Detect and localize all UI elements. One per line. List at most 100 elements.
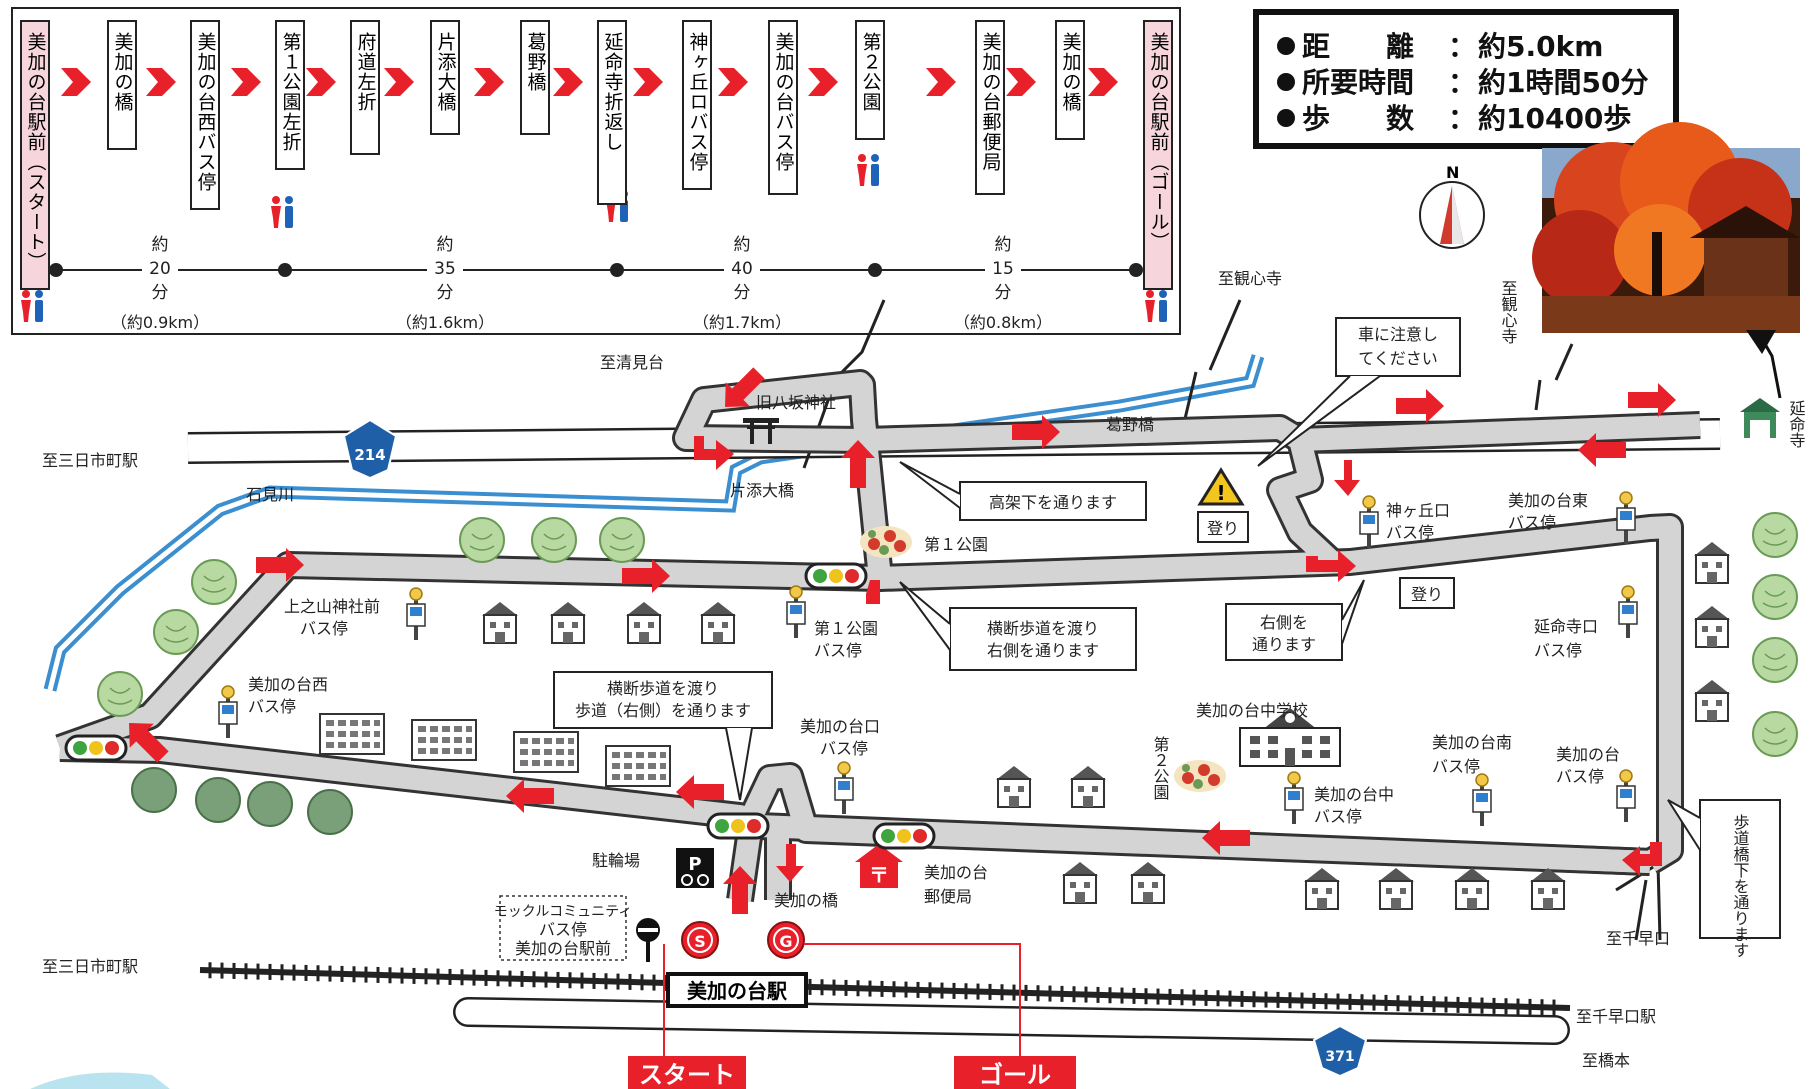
svg-text:延命寺口: 延命寺口 bbox=[1534, 617, 1598, 636]
svg-text:スタート: スタート bbox=[639, 1061, 735, 1089]
route-chevron bbox=[231, 68, 261, 96]
segment-time: 20 bbox=[149, 259, 171, 279]
distance-value: 約5.0km bbox=[1478, 30, 1603, 63]
svg-text:至清見台: 至清見台 bbox=[600, 353, 664, 372]
park2-flowers-icon bbox=[1174, 760, 1226, 792]
segment-time: 35 bbox=[434, 259, 456, 279]
route-chevron bbox=[553, 68, 583, 96]
svg-text:歩道（右側）を通ります: 歩道（右側）を通ります bbox=[575, 701, 751, 720]
segment-time: 約 bbox=[152, 235, 169, 255]
start-pin: S bbox=[681, 921, 719, 959]
route-chevron bbox=[633, 68, 663, 96]
station-box: 美加の台駅 bbox=[666, 972, 808, 1008]
temple-icon bbox=[1740, 398, 1780, 438]
svg-text:：: ： bbox=[1448, 66, 1476, 99]
svg-text:至橋本: 至橋本 bbox=[1582, 1051, 1630, 1070]
callout-crosswalk1: 横断歩道を渡り 右側を通ります bbox=[899, 581, 1137, 671]
route-chevron bbox=[1088, 68, 1118, 96]
route-chevron bbox=[474, 68, 504, 96]
svg-text:バス停: バス停 bbox=[300, 619, 348, 638]
svg-text:登り: 登り bbox=[1411, 585, 1443, 604]
route-step-label: 第２公園 bbox=[859, 32, 882, 112]
route-step-label: 美加の台駅前（スタート） bbox=[24, 32, 47, 272]
svg-text:〒: 〒 bbox=[869, 863, 889, 887]
bus-stop-labels: 上之山神社前 バス停 美加の台西 バス停 第１公園 バス停 美加の台口 バス停 … bbox=[248, 491, 1620, 826]
route-step: 神ヶ丘ロバス停 bbox=[682, 20, 712, 190]
svg-text:右側を: 右側を bbox=[1260, 613, 1308, 632]
svg-text:バス停: バス停 bbox=[1314, 807, 1362, 826]
route-step: 第２公園 bbox=[855, 20, 885, 140]
goal-pin: G bbox=[767, 921, 805, 959]
route-step: 葛野橋 bbox=[520, 20, 550, 135]
svg-text:バス停: バス停 bbox=[1534, 641, 1582, 660]
svg-text:美加の台: 美加の台 bbox=[924, 863, 988, 882]
route-step: 第１公園左折 bbox=[275, 20, 305, 170]
svg-text:美加の橋: 美加の橋 bbox=[774, 891, 838, 910]
route-step: 府道左折 bbox=[350, 20, 380, 155]
segment-time: 分 bbox=[437, 283, 454, 303]
callout-underpass: 歩道橋下を通ります bbox=[1667, 799, 1781, 958]
route-chevron bbox=[61, 68, 91, 96]
svg-text:：: ： bbox=[1448, 102, 1476, 135]
svg-text:美加の台西: 美加の台西 bbox=[248, 675, 328, 694]
svg-text:第１公園: 第１公園 bbox=[924, 535, 988, 554]
route-step-label: 延命寺折返し bbox=[601, 32, 624, 152]
svg-text:美加の台駅: 美加の台駅 bbox=[687, 979, 787, 1003]
torii-icon bbox=[743, 418, 779, 444]
svg-text:車に注意し: 車に注意し bbox=[1358, 325, 1438, 344]
route-segments: 約20分（約0.9km）約35分（約1.6km）約40分（約1.7km）約15分… bbox=[111, 235, 1052, 332]
svg-text:S: S bbox=[694, 932, 706, 951]
svg-text:至三日市町駅: 至三日市町駅 bbox=[42, 957, 138, 976]
segment-time: 分 bbox=[734, 283, 751, 303]
svg-text:登り: 登り bbox=[1207, 519, 1239, 538]
svg-text:至千早口: 至千早口 bbox=[1606, 929, 1670, 948]
vertical-labels: 至観心寺 延命寺 第２公園 bbox=[1151, 280, 1806, 800]
route-step-label: 神ヶ丘ロバス停 bbox=[686, 32, 709, 172]
route-step-label: 府道左折 bbox=[354, 32, 377, 112]
callout-caution: 車に注意し てください bbox=[1257, 317, 1461, 467]
svg-text:右側を通ります: 右側を通ります bbox=[987, 641, 1099, 660]
railway bbox=[199, 962, 1571, 1016]
svg-text:上之山神社前: 上之山神社前 bbox=[284, 597, 380, 616]
svg-text:美加の台中: 美加の台中 bbox=[1314, 785, 1394, 804]
callout-elevated: 高架下を通ります bbox=[899, 461, 1147, 521]
route-step: 美加の台駅前（スタート） bbox=[20, 20, 50, 290]
svg-text:バス停: バス停 bbox=[248, 697, 296, 716]
route-step-label: 葛野橋 bbox=[524, 32, 547, 92]
route-371-sign: 371 bbox=[1312, 1024, 1368, 1078]
segment-distance: （約1.7km） bbox=[693, 313, 791, 332]
route-step-label: 美加の台西バス停 bbox=[194, 32, 217, 192]
timeline-dots bbox=[49, 263, 1143, 277]
svg-text:214: 214 bbox=[354, 446, 385, 464]
callout-crosswalk2: 横断歩道を渡り 歩道（右側）を通ります bbox=[553, 671, 773, 801]
direction-arrows bbox=[117, 361, 1676, 914]
goal-label: ゴール bbox=[954, 1056, 1076, 1089]
route-step-label: 第１公園左折 bbox=[279, 32, 302, 152]
svg-text:片添大橋: 片添大橋 bbox=[730, 481, 794, 500]
park1-flowers-icon bbox=[860, 526, 912, 558]
svg-text:バス停: バス停 bbox=[1432, 757, 1480, 776]
segment-time: 約 bbox=[734, 235, 751, 255]
corner-decoration bbox=[30, 1072, 170, 1089]
svg-text:G: G bbox=[779, 932, 792, 951]
route-step: 美加の台西バス停 bbox=[190, 20, 220, 210]
steps-value: 約10400歩 bbox=[1478, 102, 1631, 135]
route-chevron bbox=[306, 68, 336, 96]
svg-text:!: ! bbox=[1216, 481, 1225, 505]
segment-distance: （約0.8km） bbox=[954, 313, 1052, 332]
route-step-label: 美加の橋 bbox=[111, 32, 134, 112]
svg-text:美加の台南: 美加の台南 bbox=[1432, 733, 1512, 752]
svg-text:バス停: バス停 bbox=[1556, 767, 1604, 786]
svg-text:バス停: バス停 bbox=[539, 920, 587, 939]
svg-text:神ヶ丘口: 神ヶ丘口 bbox=[1386, 501, 1450, 520]
svg-text:ゴール: ゴール bbox=[979, 1061, 1051, 1089]
svg-text:通ります: 通ります bbox=[1252, 635, 1316, 654]
route-step: 美加の台駅前（ゴール） bbox=[1143, 20, 1173, 290]
route-chevron bbox=[146, 68, 176, 96]
segment-time: 分 bbox=[995, 283, 1012, 303]
svg-text:駐輪場: 駐輪場 bbox=[592, 851, 640, 870]
uphill-sign-1: 登り bbox=[1197, 511, 1249, 543]
svg-text:美加の台: 美加の台 bbox=[1556, 745, 1620, 764]
route-step: 延命寺折返し bbox=[597, 20, 627, 205]
